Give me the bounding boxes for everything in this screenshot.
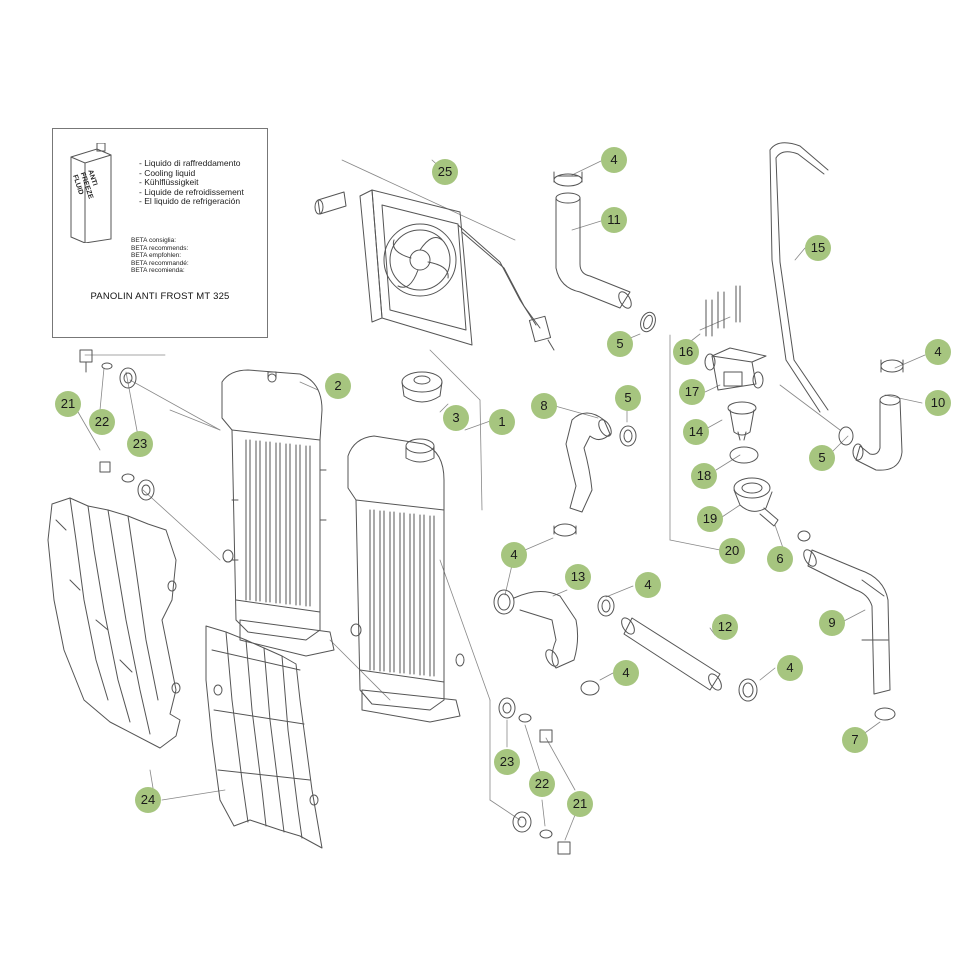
part-number-callout: 13: [565, 564, 591, 590]
coolant-name-fr: - Liquide de refroidissement: [139, 186, 244, 197]
radiator-grille: [205, 625, 323, 849]
part-number-callout: 22: [529, 771, 555, 797]
part-number-callout: 15: [805, 235, 831, 261]
part-number-callout: 9: [819, 610, 845, 636]
part-number-callout: 11: [601, 207, 627, 233]
coolant-name-en: - Cooling liquid: [139, 167, 196, 178]
part-number-callout: 21: [567, 791, 593, 817]
leader-lines: [77, 159, 926, 841]
recommend-fr: BETA recommandé:: [131, 259, 189, 267]
part-number-callout: 18: [691, 463, 717, 489]
part-number-callout: 1: [489, 409, 515, 435]
part-number-callout: 4: [777, 655, 803, 681]
hose-13: [493, 589, 600, 696]
recommend-en: BETA recommends:: [131, 244, 189, 252]
part-number-callout: 24: [135, 787, 161, 813]
hose-8: [565, 412, 637, 513]
part-number-callout: 12: [712, 614, 738, 640]
coolant-name-it: - Liquido di raffreddamento: [139, 158, 241, 168]
tube-12: [621, 617, 722, 691]
part-number-callout: 25: [432, 159, 458, 185]
radiator-left-2: [221, 369, 335, 657]
part-number-callout: 7: [842, 727, 868, 753]
part-number-callout: 5: [615, 385, 641, 411]
part-number-callout: 14: [683, 419, 709, 445]
part-number-callout: 4: [635, 572, 661, 598]
fasteners-left: [79, 349, 155, 501]
o-ring-18: [729, 446, 759, 464]
recommend-de: BETA empfohlen:: [131, 252, 182, 260]
radiator-right-1: [347, 435, 465, 723]
part-number-callout: 4: [613, 660, 639, 686]
radiator-shroud-24: [47, 497, 181, 749]
part-number-callout: 20: [719, 538, 745, 564]
part-number-callout: 16: [673, 339, 699, 365]
part-number-callout: 5: [809, 445, 835, 471]
coolant-name-de: - Kühlflüssigkeit: [139, 177, 199, 187]
thermostat-cover-19: [733, 477, 811, 542]
thermostat-housing: [704, 285, 767, 391]
upper-hose-11: [553, 171, 656, 333]
part-number-callout: 17: [679, 379, 705, 405]
cooling-fan: [314, 189, 555, 351]
part-number-callout: 21: [55, 391, 81, 417]
part-number-callout: 10: [925, 390, 951, 416]
coolant-can-icon: [70, 143, 112, 243]
breather-hose-15: [769, 142, 829, 413]
hose-9: [803, 549, 891, 695]
part-number-callout: 23: [494, 749, 520, 775]
part-number-callout: 4: [925, 339, 951, 365]
part-number-callout: 4: [501, 542, 527, 568]
part-number-callout: 5: [607, 331, 633, 357]
hose-clamps: [553, 523, 896, 721]
recommend-it: BETA consiglia:: [131, 237, 177, 244]
coolant-info-box: ANTI FREEZE FLUID - Liquido di raffredda…: [52, 128, 268, 338]
part-number-callout: 3: [443, 405, 469, 431]
recommend-es: BETA recomienda:: [131, 267, 185, 275]
part-number-callout: 8: [531, 393, 557, 419]
thermostat-14: [727, 401, 757, 441]
part-number-callout: 22: [89, 409, 115, 435]
fasteners-bottom: [498, 697, 571, 855]
hose-10: [838, 359, 904, 471]
part-number-callout: 6: [767, 546, 793, 572]
product-name: PANOLIN ANTI FROST MT 325: [90, 291, 230, 302]
part-number-callout: 4: [601, 147, 627, 173]
radiator-cap-3: [401, 371, 443, 403]
coolant-name-es: - El liquido de refrigeración: [139, 196, 241, 206]
coolant-names: - Liquido di raffreddamento - Cooling li…: [139, 158, 244, 207]
part-number-callout: 2: [325, 373, 351, 399]
part-number-callout: 19: [697, 506, 723, 532]
part-number-callout: 23: [127, 431, 153, 457]
recommendation-lines: BETA consiglia: BETA recommends: BETA em…: [131, 237, 189, 275]
